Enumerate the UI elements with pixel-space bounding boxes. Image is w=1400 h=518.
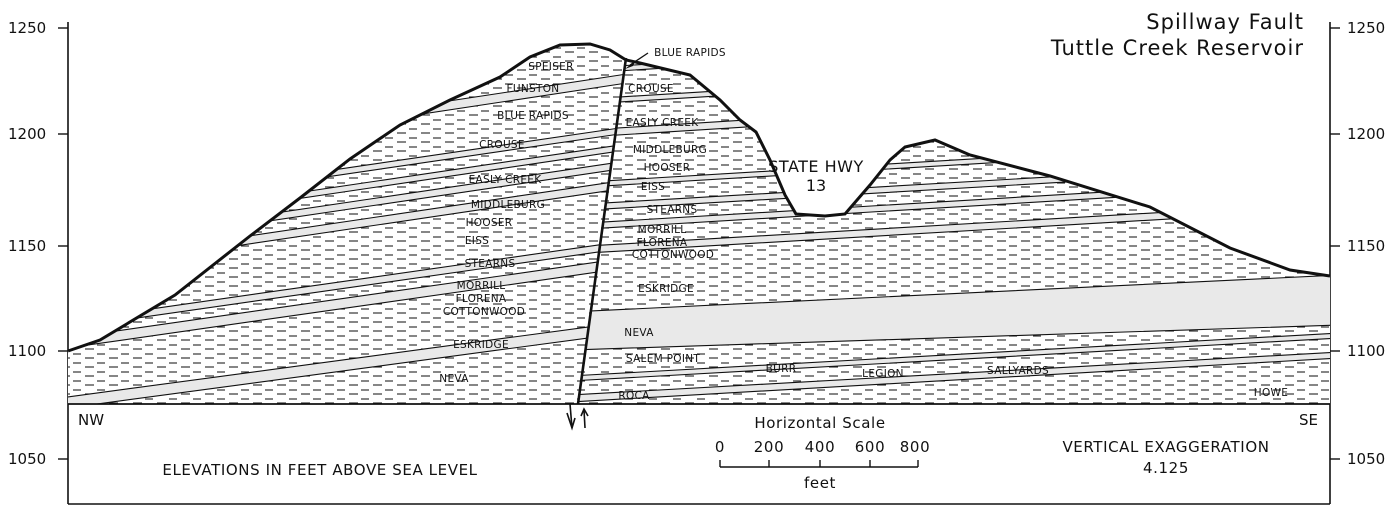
unit-label: EISS	[641, 181, 665, 193]
highway-number: 13	[806, 176, 826, 195]
y-tick-label: 1250	[8, 19, 46, 37]
y-tick-label: 1150	[1347, 237, 1385, 255]
unit-label: ESKRIDGE	[453, 339, 509, 351]
unit-label: MIDDLEBURG	[471, 199, 545, 211]
y-tick-label: 1200	[8, 125, 46, 143]
unit-label: SPEISER	[528, 61, 573, 73]
scale-tick-label: 0	[715, 438, 725, 456]
scale-title: Horizontal Scale	[754, 414, 885, 432]
y-tick-label: 1100	[8, 342, 46, 360]
unit-label: BLUE RAPIDS	[654, 47, 726, 59]
unit-label: NEVA	[624, 327, 654, 339]
scale-tick-label: 800	[900, 438, 930, 456]
unit-label: HOOSER	[466, 217, 513, 229]
unit-label: NEVA	[439, 373, 469, 385]
unit-label: HOWE	[1254, 387, 1288, 399]
figure-title-line2: Tuttle Creek Reservoir	[1050, 36, 1304, 60]
elevation-note: ELEVATIONS IN FEET ABOVE SEA LEVEL	[162, 461, 477, 479]
unit-label: STEARNS	[647, 204, 698, 216]
unit-label: FUNSTON	[507, 83, 560, 95]
unit-label: COTTONWOOD	[443, 306, 525, 318]
unit-label: CROUSE	[479, 139, 525, 151]
scale-unit: feet	[804, 474, 836, 492]
unit-label: SALLYARDS	[987, 365, 1049, 377]
unit-label: BLUE RAPIDS	[497, 110, 569, 122]
unit-label: MIDDLEBURG	[633, 144, 707, 156]
unit-label: MORRILL	[638, 224, 687, 236]
exaggeration-label: VERTICAL EXAGGERATION	[1062, 438, 1269, 456]
scale-tick-label: 400	[805, 438, 835, 456]
y-tick-label: 1100	[1347, 342, 1385, 360]
y-axis-right: 1250 1200 1150 1100 1050	[1330, 19, 1385, 504]
unit-label: CROUSE	[628, 83, 674, 95]
fault-motion-arrows	[567, 404, 588, 428]
unit-label: FLORENA	[456, 293, 507, 305]
unit-label: EASLY CREEK	[469, 174, 543, 186]
unit-label: SALEM POINT	[626, 353, 700, 365]
unit-label: EISS	[465, 235, 489, 247]
unit-label: ESKRIDGE	[638, 283, 694, 295]
figure-title-line1: Spillway Fault	[1146, 10, 1304, 34]
highway-label: STATE HWY	[768, 157, 863, 176]
scale-tick-label: 600	[855, 438, 885, 456]
y-tick-label: 1200	[1347, 125, 1385, 143]
direction-se: SE	[1299, 411, 1318, 429]
unit-label: MORRILL	[457, 280, 506, 292]
y-tick-label: 1050	[1347, 450, 1385, 468]
unit-label: ROCA	[618, 390, 650, 402]
direction-nw: NW	[78, 411, 104, 429]
unit-label: BURR	[766, 363, 797, 375]
y-tick-label: 1250	[1347, 19, 1385, 37]
scale-tick-label: 200	[754, 438, 784, 456]
unit-label: HOOSER	[644, 162, 691, 174]
west-fault-block	[60, 18, 640, 410]
y-tick-label: 1050	[8, 450, 46, 468]
horizontal-scale: Horizontal Scale 0 200 400 600 800 feet	[715, 414, 930, 492]
exaggeration-value: 4.125	[1143, 459, 1189, 477]
unit-label: FLORENA	[637, 237, 688, 249]
unit-label: COTTONWOOD	[632, 249, 714, 261]
unit-label: STEARNS	[465, 258, 516, 270]
unit-label: EASLY CREEK	[626, 117, 700, 129]
y-axis-left: 1250 1200 1150 1100 1050	[8, 19, 68, 504]
y-tick-label: 1150	[8, 237, 46, 255]
unit-label: LEGION	[862, 368, 904, 380]
